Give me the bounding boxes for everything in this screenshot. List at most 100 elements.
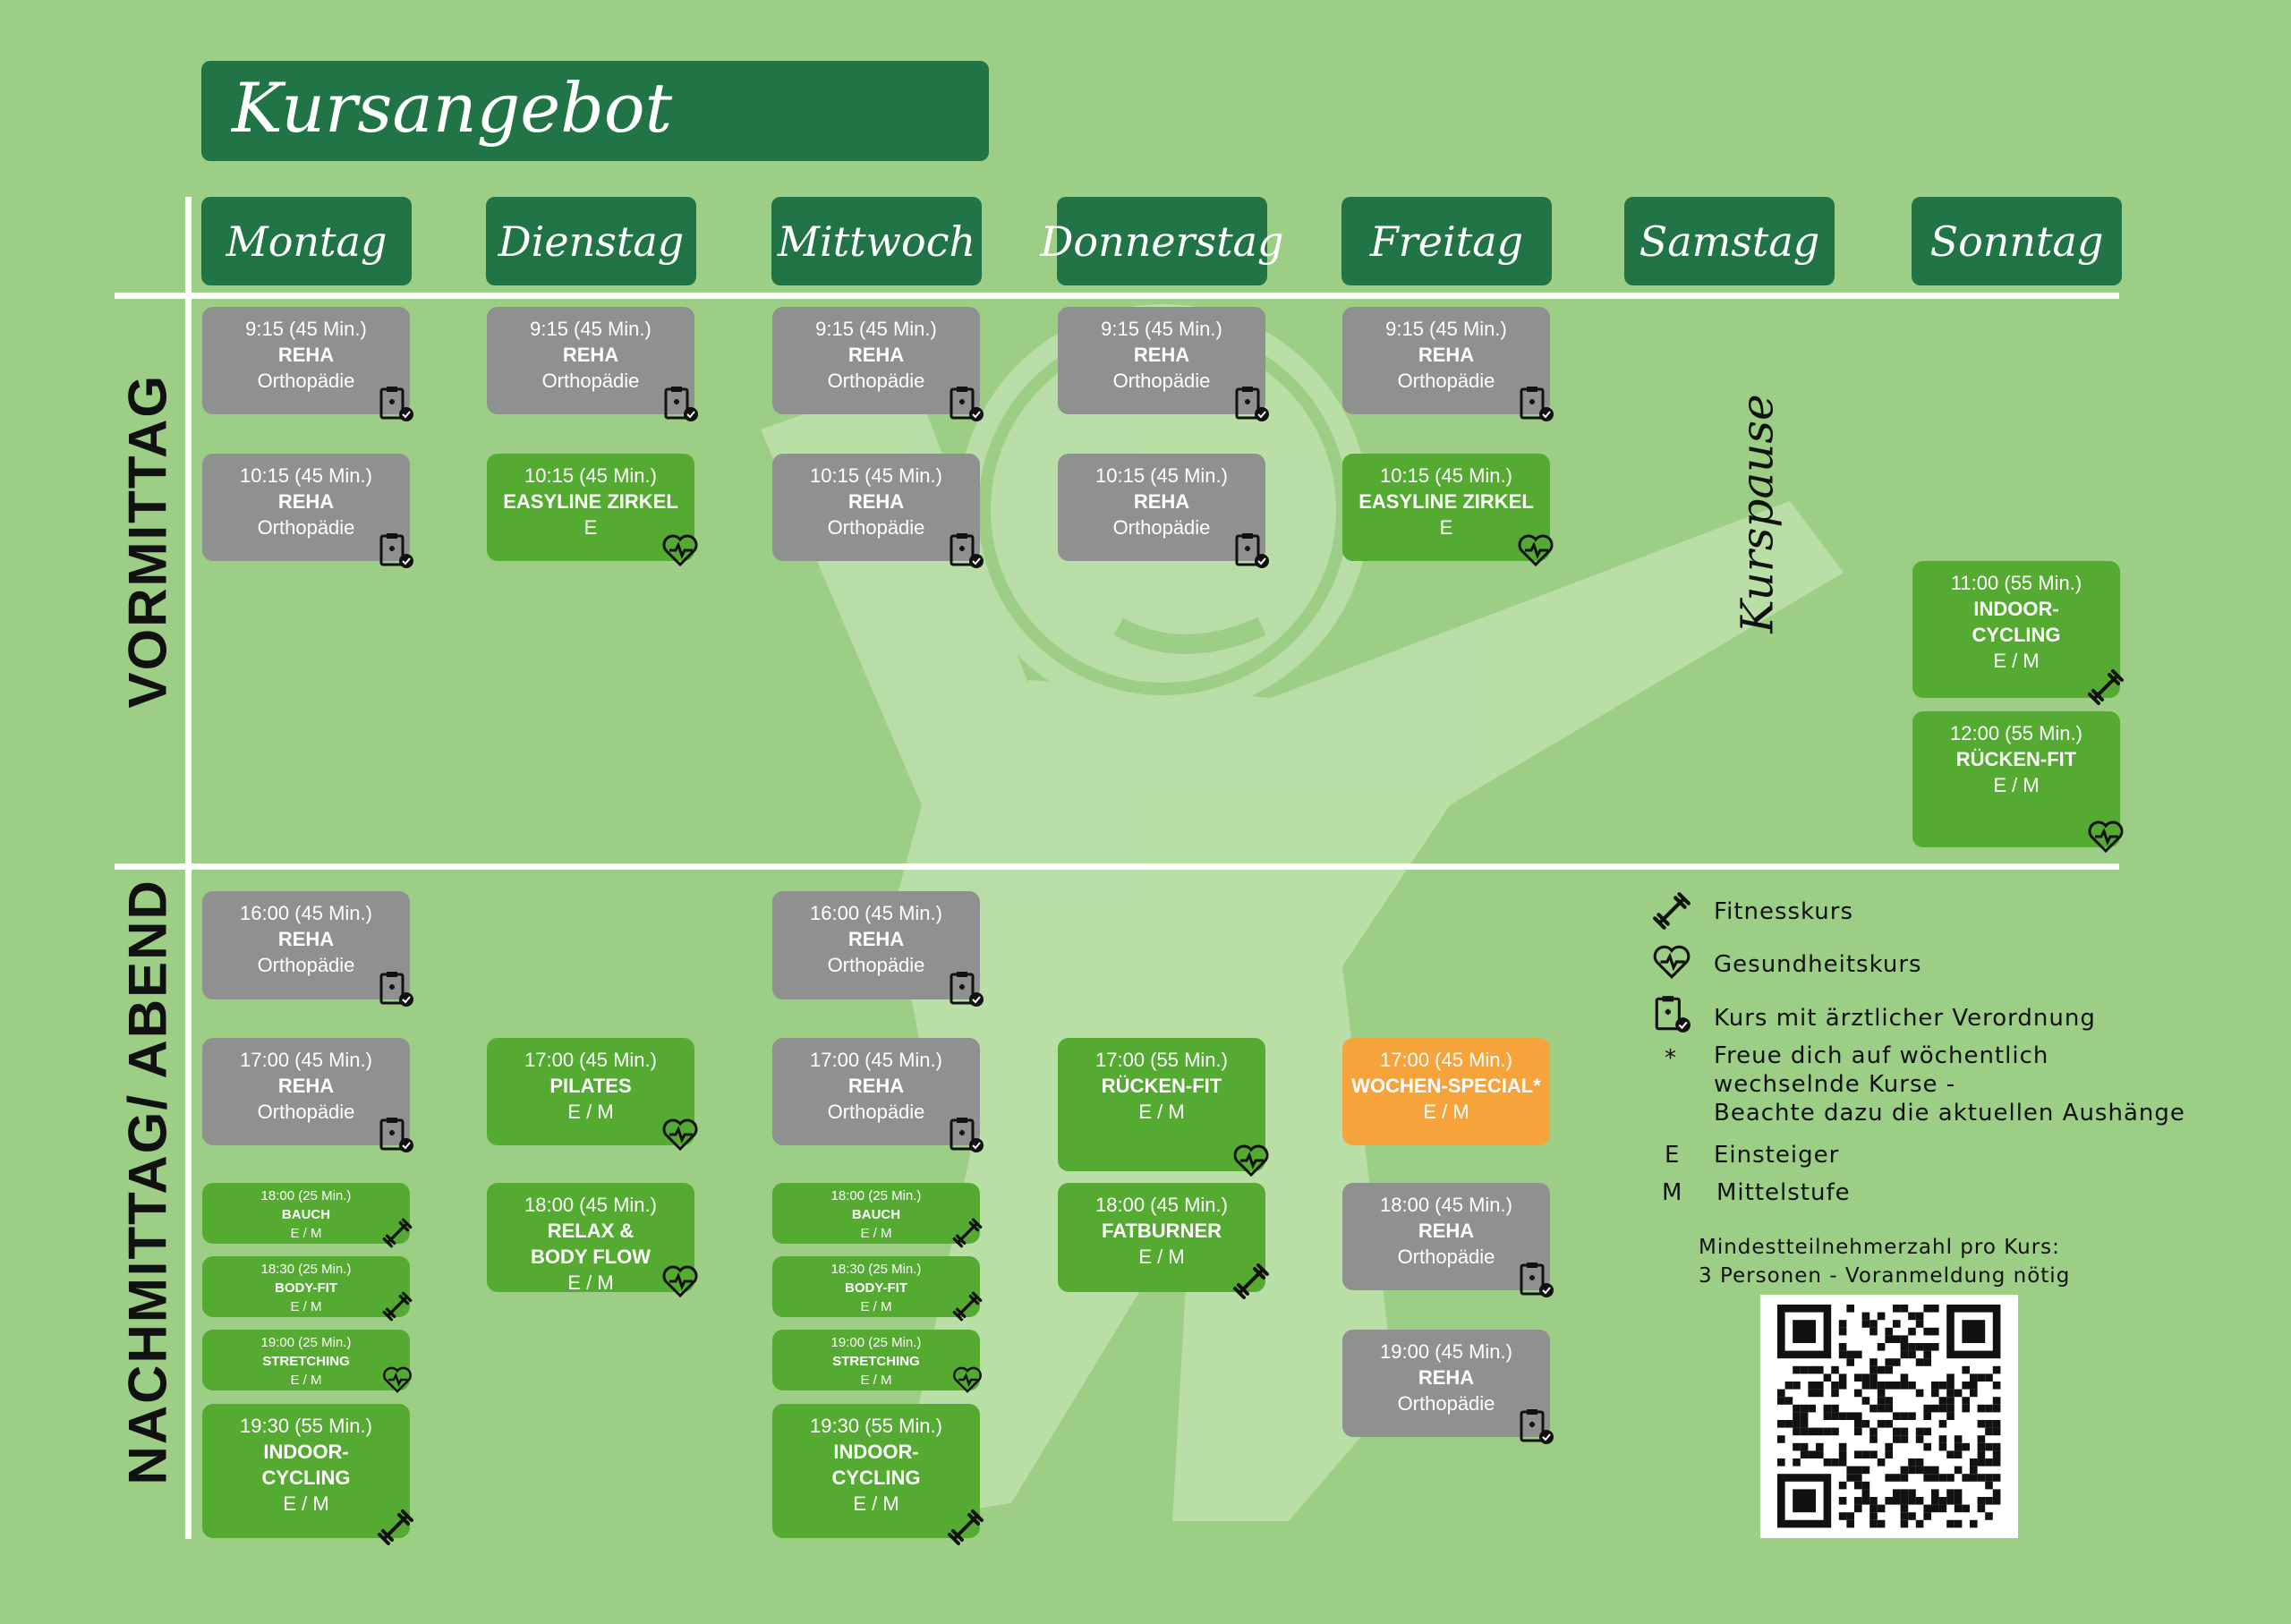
clipboard-icon: [950, 533, 984, 568]
course-card: 11:00 (55 Min.) INDOOR- CYCLING E / M: [1912, 561, 2124, 705]
course-level: E / M: [860, 1226, 892, 1241]
clipboard-icon: [1235, 533, 1269, 568]
dumbbell-icon: [382, 1218, 413, 1248]
clipboard-icon: [379, 387, 413, 421]
course-level: E / M: [290, 1299, 322, 1314]
course-time: 11:00 (55 Min.): [1950, 572, 2082, 594]
course-time: 19:00 (45 Min.): [1380, 1340, 1512, 1363]
heart-icon: [1233, 1144, 1269, 1178]
course-time: 9:15 (45 Min.): [245, 318, 367, 340]
legend-m-text: Mittelstufe: [1716, 1179, 1851, 1206]
course-time: 10:15 (45 Min.): [1380, 464, 1512, 487]
course-time: 17:00 (55 Min.): [1095, 1049, 1228, 1071]
course-time: 10:15 (45 Min.): [524, 464, 657, 487]
course-level: Orthopädie: [257, 1101, 355, 1123]
course-time: 17:00 (45 Min.): [810, 1049, 942, 1071]
course-time: 18:00 (45 Min.): [524, 1194, 657, 1216]
course-name: REHA: [562, 344, 619, 366]
dumbbell-icon: [1653, 892, 1691, 930]
dumbbell-icon: [1233, 1263, 1269, 1299]
dumbbell-icon: [382, 1291, 413, 1322]
course-level: E / M: [567, 1101, 614, 1123]
heart-icon: [383, 1366, 412, 1393]
dumbbell-icon: [2088, 669, 2124, 705]
course-card: 17:00 (45 Min.) REHA Orthopädie: [772, 1038, 984, 1152]
course-card: 17:00 (45 Min.)WOCHEN-SPECIAL*E / M: [1342, 1038, 1550, 1145]
clipboard-icon: [1520, 1263, 1554, 1297]
day-header-dienstag: Dienstag: [486, 197, 696, 285]
course-name: BODY-FIT: [845, 1280, 907, 1296]
heart-icon: [953, 1366, 982, 1393]
heart-icon: [1518, 534, 1554, 567]
course-card: 19:00 (25 Min.) STRETCHING E / M: [772, 1330, 982, 1393]
course-time: 18:00 (25 Min.): [260, 1188, 352, 1203]
dumbbell-icon: [952, 1291, 983, 1322]
course-name: REHA: [1418, 1220, 1475, 1242]
course-level: E / M: [860, 1373, 892, 1388]
course-level: E / M: [860, 1299, 892, 1314]
course-name: EASYLINE ZIRKEL: [1358, 490, 1534, 513]
course-name: EASYLINE ZIRKEL: [503, 490, 678, 513]
course-time: 18:30 (25 Min.): [830, 1262, 922, 1277]
course-time: 10:15 (45 Min.): [1095, 464, 1228, 487]
dumbbell-icon: [952, 1218, 983, 1248]
course-name: REHA: [277, 490, 335, 513]
course-time: 19:30 (55 Min.): [810, 1415, 942, 1437]
course-time: 19:00 (25 Min.): [830, 1335, 922, 1350]
course-time: 17:00 (45 Min.): [1380, 1049, 1512, 1071]
clipboard-icon: [1235, 387, 1269, 421]
course-time: 9:15 (45 Min.): [1385, 318, 1507, 340]
clipboard-icon: [664, 387, 698, 421]
course-time: 17:00 (45 Min.): [240, 1049, 372, 1071]
heart-icon: [662, 1118, 698, 1152]
legend-health: Gesundheitskurs: [1714, 951, 1922, 978]
course-time: 16:00 (45 Min.): [810, 902, 942, 924]
legend-m-key: M: [1662, 1179, 1682, 1206]
clipboard-icon: [379, 972, 413, 1007]
course-level: E / M: [1138, 1101, 1185, 1123]
course-level: Orthopädie: [1112, 370, 1211, 392]
day-header-mittwoch: Mittwoch: [771, 197, 982, 285]
course-time: 10:15 (45 Min.): [810, 464, 942, 487]
qr-code: [1760, 1295, 2018, 1538]
course-name: STRETCHING: [832, 1354, 920, 1369]
course-time: 12:00 (55 Min.): [1950, 722, 2082, 744]
course-name: INDOOR- CYCLING: [1972, 598, 2061, 646]
course-level: Orthopädie: [257, 954, 355, 976]
course-level: Orthopädie: [827, 516, 925, 539]
course-name: RÜCKEN-FIT: [1101, 1075, 1222, 1097]
title-banner: Kursangebot: [201, 61, 989, 161]
course-name: WOCHEN-SPECIAL*: [1351, 1075, 1541, 1097]
course-name: RÜCKEN-FIT: [1955, 748, 2077, 770]
course-name: INDOOR- CYCLING: [261, 1441, 351, 1489]
course-name: REHA: [847, 1075, 905, 1097]
course-name: REHA: [1418, 1366, 1475, 1389]
legend-prescription: Kurs mit ärztlicher Verordnung: [1714, 1005, 2096, 1032]
course-time: 18:00 (25 Min.): [830, 1188, 922, 1203]
day-header-samstag: Samstag: [1624, 197, 1835, 285]
course-level: Orthopädie: [1397, 1392, 1495, 1415]
divider-top: [115, 293, 2119, 299]
day-header-donnerstag: Donnerstag: [1041, 197, 1284, 285]
clipboard-icon: [1520, 1409, 1554, 1444]
course-name: BAUCH: [281, 1207, 331, 1222]
course-level: E / M: [283, 1492, 329, 1515]
course-level: E / M: [1993, 650, 2040, 672]
course-level: Orthopädie: [1397, 370, 1495, 392]
course-level: Orthopädie: [827, 1101, 925, 1123]
course-time: 18:00 (45 Min.): [1380, 1194, 1512, 1216]
